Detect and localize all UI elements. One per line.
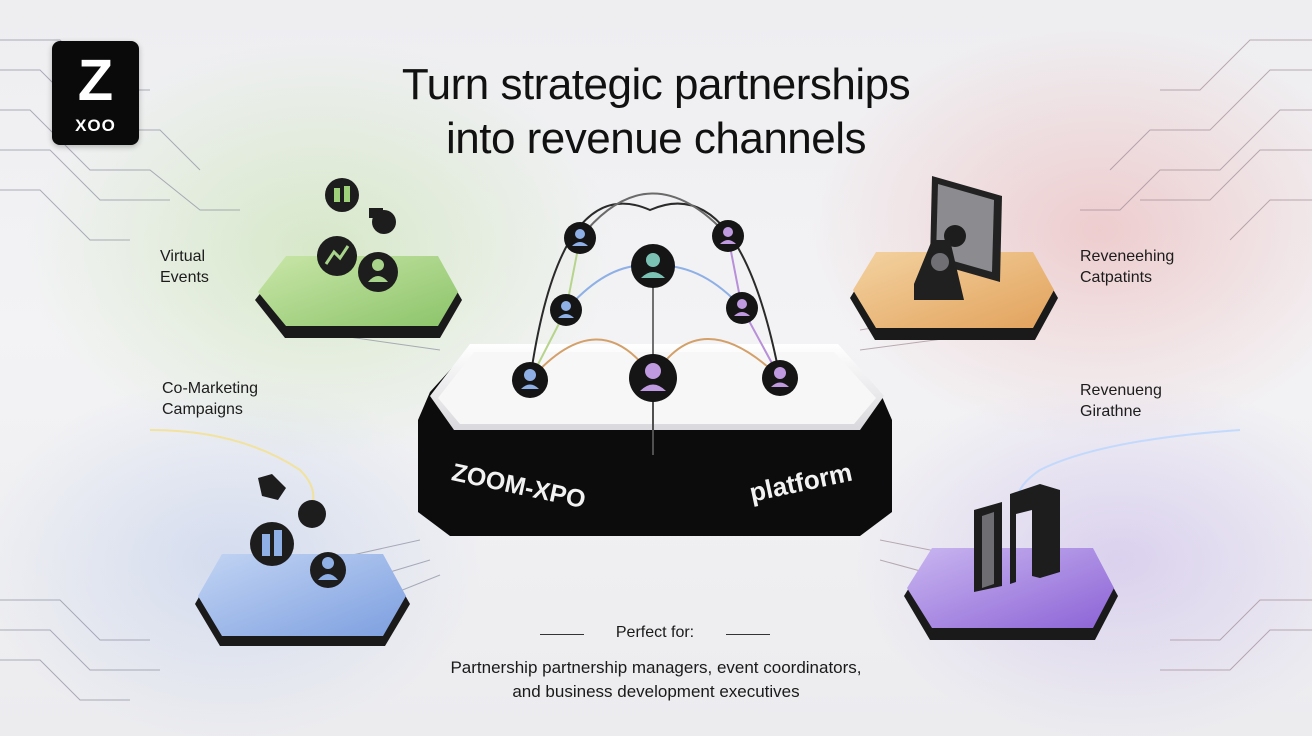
revenue-bottom-label: Revenueng Girathne <box>1080 380 1162 422</box>
perfect-for-label: Perfect for: <box>615 624 695 641</box>
headline-line-1: Turn strategic partnerships <box>401 60 911 109</box>
person-icon <box>512 362 548 398</box>
person-icon <box>762 360 798 396</box>
person-icon <box>629 354 677 402</box>
label-line: Girathne <box>1080 403 1142 420</box>
label-line: Virtual <box>160 248 206 265</box>
revenue-top-tile <box>850 176 1058 340</box>
building-icon <box>974 484 1060 592</box>
node-icon <box>298 500 326 528</box>
chart-icon <box>317 236 357 276</box>
co-marketing-tile <box>195 474 410 646</box>
building-icon <box>250 522 294 566</box>
page-title: Turn strategic partnerships into revenue… <box>300 58 1012 166</box>
label-line: Events <box>160 269 209 286</box>
perfect-for-row: Perfect for: <box>540 622 770 646</box>
label-line: Catpatints <box>1080 269 1153 286</box>
revenue-bottom-tile <box>904 484 1118 640</box>
audience-line-1: Partnership partnership managers, event … <box>450 658 862 677</box>
logo-text: XOO <box>75 116 116 135</box>
puzzle-icon <box>369 208 396 234</box>
person-icon <box>914 240 964 300</box>
person-icon <box>310 552 346 588</box>
audience-text: Partnership partnership managers, event … <box>380 656 932 704</box>
logo-mark: Z <box>77 48 114 113</box>
glow-wire-left <box>149 429 315 511</box>
revenue-top-label: Reveneehing Catpatints <box>1080 246 1174 288</box>
co-marketing-label: Co-Marketing Campaigns <box>162 378 258 420</box>
divider <box>540 634 584 635</box>
person-icon <box>358 252 398 292</box>
virtual-events-tile <box>255 178 462 338</box>
brand-logo[interactable]: Z XOO <box>52 41 139 145</box>
audience-line-2: and business development executives <box>512 682 800 701</box>
puzzle-icon <box>258 474 286 500</box>
people-icon <box>325 178 359 212</box>
person-icon <box>631 244 675 288</box>
label-line: Co-Marketing <box>162 380 259 397</box>
person-icon <box>712 220 744 252</box>
person-icon <box>564 222 596 254</box>
person-icon <box>550 294 582 326</box>
divider <box>726 634 770 635</box>
label-line: Campaigns <box>162 401 243 418</box>
label-line: Reveneehing <box>1080 248 1175 265</box>
virtual-events-label: Virtual Events <box>160 246 209 288</box>
label-line: Revenueng <box>1080 382 1162 399</box>
network-nodes <box>512 220 798 402</box>
headline-line-2: into revenue channels <box>445 114 867 163</box>
person-icon <box>726 292 758 324</box>
